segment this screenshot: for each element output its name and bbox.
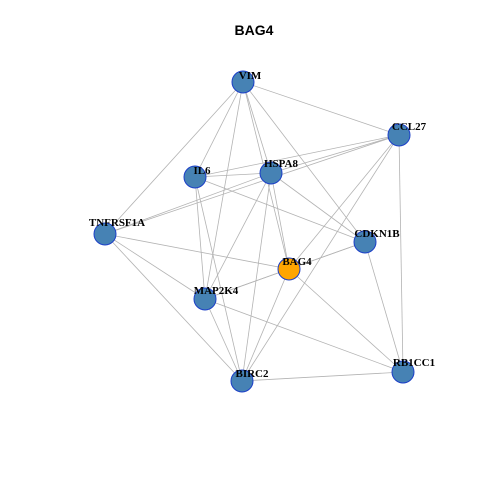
edge-vim-cdkn1b — [242, 81, 366, 243]
edge-vim-hspa8 — [242, 81, 272, 174]
edge-hspa8-tnfrsf1a — [104, 172, 272, 235]
node-ccl27[interactable]: CCL27 — [387, 121, 427, 147]
node-label: IL6 — [193, 165, 211, 177]
node-circle[interactable] — [230, 369, 254, 393]
node-label: HSPA8 — [264, 158, 299, 170]
node-circle[interactable] — [387, 123, 411, 147]
node-label: RB1CC1 — [393, 357, 435, 369]
node-label: VIM — [239, 70, 262, 82]
edge-hspa8-bag4 — [270, 172, 290, 270]
node-circle[interactable] — [277, 257, 301, 281]
node-circle[interactable] — [353, 230, 377, 254]
node-vim[interactable]: VIM — [231, 70, 262, 94]
node-cdkn1b[interactable]: CDKN1B — [353, 228, 400, 254]
edge-ccl27-rb1cc1 — [398, 134, 404, 373]
edge-cdkn1b-rb1cc1 — [364, 241, 404, 373]
node-birc2[interactable]: BIRC2 — [230, 368, 269, 393]
edge-map2k4-rb1cc1 — [204, 298, 404, 373]
node-label: TNFRSF1A — [89, 217, 145, 229]
node-circle[interactable] — [231, 70, 255, 94]
edge-ccl27-tnfrsf1a — [104, 134, 400, 235]
node-circle[interactable] — [259, 161, 283, 185]
edge-tnfrsf1a-bag4 — [104, 233, 290, 270]
edge-tnfrsf1a-map2k4 — [104, 233, 206, 300]
node-label: CCL27 — [392, 121, 427, 133]
node-circle[interactable] — [391, 360, 415, 384]
node-label: BAG4 — [282, 256, 312, 268]
node-label: CDKN1B — [354, 228, 400, 240]
edge-hspa8-map2k4 — [204, 172, 272, 300]
node-bag4[interactable]: BAG4 — [277, 256, 312, 281]
edge-birc2-rb1cc1 — [241, 371, 404, 382]
edge-layer — [104, 81, 404, 382]
edge-bag4-map2k4 — [204, 268, 290, 300]
node-rb1cc1[interactable]: RB1CC1 — [391, 357, 435, 384]
edge-ccl27-hspa8 — [270, 134, 400, 174]
edge-bag4-birc2 — [241, 268, 290, 382]
node-map2k4[interactable]: MAP2K4 — [193, 285, 239, 311]
edge-hspa8-il6 — [194, 172, 272, 178]
edge-il6-map2k4 — [194, 176, 206, 300]
edge-hspa8-birc2 — [241, 172, 272, 382]
node-hspa8[interactable]: HSPA8 — [259, 158, 299, 185]
edge-map2k4-birc2 — [204, 298, 243, 382]
edge-il6-birc2 — [194, 176, 243, 382]
node-circle[interactable] — [183, 165, 207, 189]
edge-ccl27-bag4 — [288, 134, 400, 270]
edge-vim-il6 — [194, 81, 244, 178]
edge-hspa8-cdkn1b — [270, 172, 366, 243]
edge-tnfrsf1a-birc2 — [104, 233, 243, 382]
edge-vim-ccl27 — [242, 81, 400, 136]
edge-ccl27-il6 — [194, 134, 400, 178]
node-tnfrsf1a[interactable]: TNFRSF1A — [89, 217, 145, 246]
edge-il6-cdkn1b — [194, 176, 366, 243]
edge-bag4-rb1cc1 — [288, 268, 404, 373]
graph-title: BAG4 — [235, 22, 274, 38]
node-circle[interactable] — [193, 287, 217, 311]
node-circle[interactable] — [93, 222, 117, 246]
node-label: MAP2K4 — [194, 285, 239, 297]
node-il6[interactable]: IL6 — [183, 165, 211, 189]
edge-vim-tnfrsf1a — [104, 81, 244, 235]
node-label: BIRC2 — [235, 368, 269, 380]
